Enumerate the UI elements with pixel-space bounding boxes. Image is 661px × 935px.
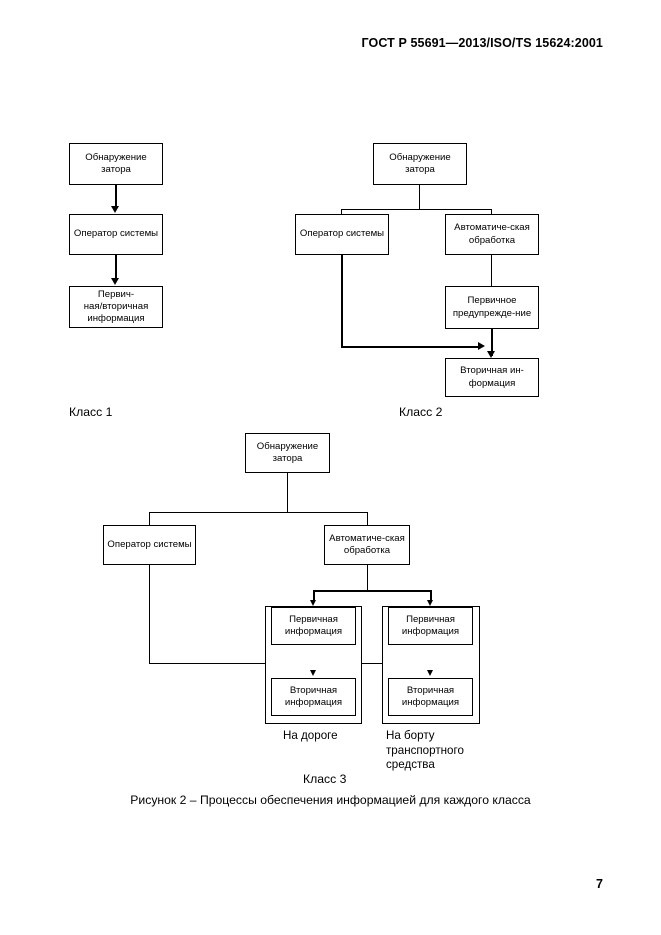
class1-connector-detection-operator [115,185,117,208]
class2-arrow-operator-into-column [478,342,485,350]
class2-connector-branch [341,209,491,210]
class2-connector-automatic-warning [491,255,492,286]
class3-road-primary-label: Первичная информация [284,613,343,637]
class3-group-label-vehicle: На борту транспортного средства [386,729,464,771]
class2-operator-label: Оператор системы [299,228,385,240]
class2-node-primary-warning: Первичное предупрежде-ние [445,286,539,329]
class1-node-operator: Оператор системы [69,214,163,255]
class2-secondary-info-label: Вторичная ин-формация [460,365,524,389]
class3-connector-branch [149,512,368,513]
class2-node-operator: Оператор системы [295,214,389,255]
class3-group-label-road: На дороге [283,729,338,742]
class3-connector-to-vehicle-primary [430,590,432,602]
class2-primary-warning-label: Первичное предупрежде-ние [452,295,532,319]
class3-connector-to-automatic [367,512,368,526]
class3-arrow-to-road-primary [310,600,316,606]
class3-vehicle-secondary-label: Вторичная информация [401,684,460,708]
class2-node-detection: Обнаружение затора [373,143,467,185]
class1-node-info: Первич- ная/вторичная информация [69,286,163,328]
class3-connector-automatic-down [367,565,368,591]
page-number: 7 [596,877,603,891]
class3-node-road-secondary: Вторичная информация [271,678,356,716]
class2-automatic-label: Автоматиче-ская обработка [454,222,530,246]
class2-label: Класс 2 [399,405,443,419]
class1-label: Класс 1 [69,405,113,419]
class1-arrow-to-info [111,278,119,285]
class2-connector-warning-secondary [491,329,493,356]
class3-node-detection: Обнаружение затора [245,433,330,473]
class2-node-automatic: Автоматиче-ская обработка [445,214,539,255]
class2-connector-detection-down [419,185,420,210]
class3-vehicle-primary-label: Первичная информация [401,613,460,637]
class3-node-operator: Оператор системы [103,525,196,565]
class3-node-vehicle-primary: Первичная информация [388,607,473,645]
class3-node-automatic: Автоматиче-ская обработка [324,525,410,565]
class3-operator-label: Оператор системы [107,538,192,550]
class3-connector-to-road-primary [313,590,315,602]
class3-automatic-label: Автоматиче-ская обработка [329,532,405,556]
document-header: ГОСТ Р 55691—2013/ISO/TS 15624:2001 [361,36,603,50]
class3-arrow-to-road-secondary [310,670,316,676]
class2-detection-label: Обнаружение затора [389,151,451,175]
class1-connector-operator-info [115,255,117,280]
class2-connector-operator-right [341,346,481,348]
class3-road-secondary-label: Вторичная информация [284,684,343,708]
class3-node-vehicle-secondary: Вторичная информация [388,678,473,716]
class3-connector-to-operator [149,512,150,526]
figure-caption: Рисунок 2 – Процессы обеспечения информа… [130,793,531,807]
class3-connector-operator-down [149,565,150,664]
class1-operator-label: Оператор системы [73,228,159,240]
class2-connector-to-operator [341,209,342,214]
class2-connector-to-automatic [491,209,492,214]
class1-arrow-to-operator [111,206,119,213]
class1-info-label: Первич- ная/вторичная информация [83,288,149,325]
class2-node-secondary-info: Вторичная ин-формация [445,358,539,397]
class3-arrow-to-vehicle-primary [427,600,433,606]
class1-detection-label: Обнаружение затора [85,151,147,175]
class3-connector-detection-down [287,473,288,513]
class2-connector-operator-down [341,255,343,347]
class3-detection-label: Обнаружение затора [256,440,319,464]
class2-arrow-to-secondary [487,351,495,358]
class1-node-detection: Обнаружение затора [69,143,163,185]
class3-node-road-primary: Первичная информация [271,607,356,645]
class3-label: Класс 3 [303,772,347,786]
class3-connector-automatic-split [313,590,431,592]
class3-arrow-to-vehicle-secondary [427,670,433,676]
